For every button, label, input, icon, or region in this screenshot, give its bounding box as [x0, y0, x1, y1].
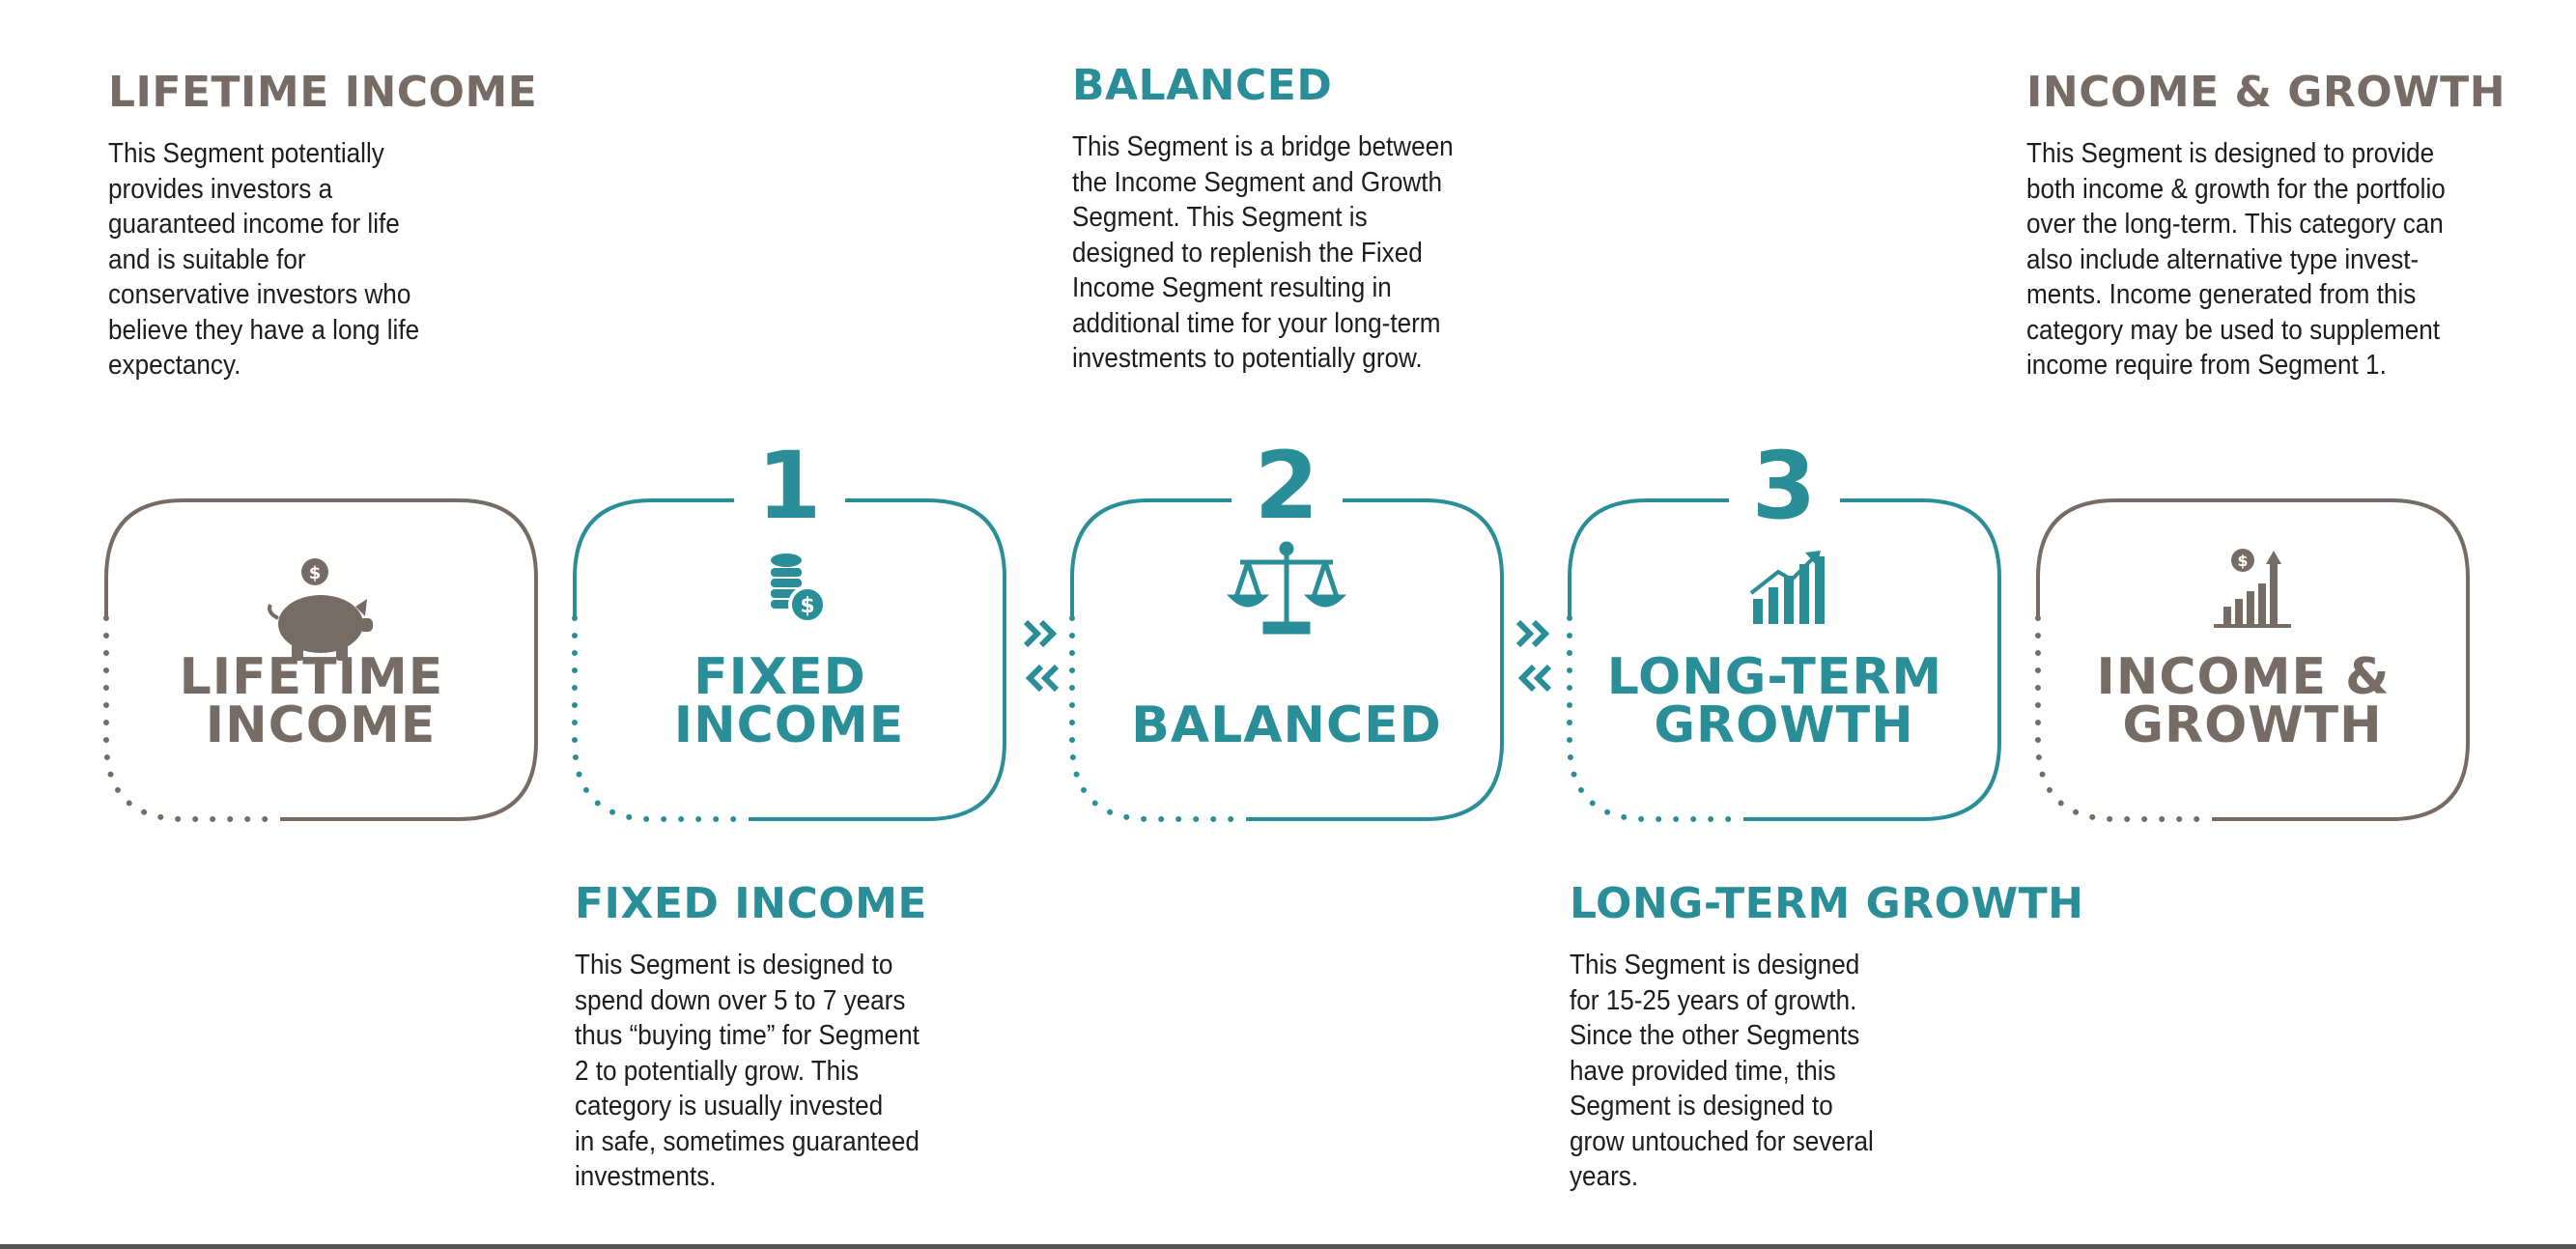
desc-line: Segment. This Segment is — [1072, 202, 1368, 233]
desc-line: also include alternative type invest- — [2026, 243, 2420, 275]
desc-line: This Segment is designed to provide — [2026, 138, 2435, 169]
box-label: LONG-TERM GROWTH — [1607, 648, 1962, 754]
desc-lifetime-income: LIFETIME INCOME This Segment potentially… — [108, 68, 591, 383]
desc-body: This Segment is a bridge between the Inco… — [1072, 129, 1507, 377]
desc-line: This Segment is designed to — [575, 950, 893, 980]
desc-long-term-growth: LONG-TERM GROWTH This Segment is designe… — [1570, 879, 2083, 1195]
segment-box-balanced: 2 BALANCED — [1072, 432, 1502, 819]
desc-line: conservative investors who — [108, 279, 411, 310]
double-chevron-left-icon — [1025, 664, 1060, 693]
box-label: FIXED INCOME — [674, 648, 905, 754]
desc-line: investments. — [575, 1161, 717, 1192]
scale-icon — [1226, 541, 1347, 635]
desc-line: in safe, sometimes guaranteed — [575, 1125, 920, 1157]
desc-line: 2 to potentially grow. This — [575, 1055, 860, 1087]
svg-text:$: $ — [309, 563, 322, 583]
desc-line: have provided time, this — [1570, 1055, 1836, 1087]
desc-line: This Segment is designed — [1570, 950, 1860, 980]
double-chevron-right-icon — [1023, 619, 1058, 648]
desc-line: category may be used to supplement — [2026, 314, 2441, 346]
desc-line: Since the other Segments — [1570, 1020, 1860, 1051]
desc-line: category is usually invested — [575, 1091, 884, 1121]
desc-line: additional time for your long-term — [1072, 307, 1441, 339]
box-label: INCOME & GROWTH — [2096, 648, 2408, 754]
desc-title: INCOME & GROWTH — [2026, 68, 2506, 117]
svg-text:$: $ — [800, 594, 814, 618]
segment-box-long-term-growth: 3 LONG-TERM GROWTH — [1570, 432, 1999, 819]
segment-box-lifetime-income: $ LIFETIME INCOME — [106, 500, 536, 819]
desc-line: and is suitable for — [108, 243, 306, 275]
bottom-border — [0, 1244, 2576, 1249]
desc-line: ments. Income generated from this — [2026, 279, 2417, 310]
desc-line: over the long-term. This category can — [2026, 209, 2444, 240]
desc-income-growth: INCOME & GROWTH This Segment is designed… — [2026, 68, 2509, 383]
box-label: LIFETIME INCOME — [180, 648, 463, 754]
segment-box-income-growth: $ INCOME & GROWTH — [2038, 500, 2468, 819]
step-number-3: 3 — [1752, 432, 1817, 540]
desc-balanced: BALANCED This Segment is a bridge betwee… — [1072, 61, 1555, 377]
desc-line: years. — [1570, 1161, 1639, 1192]
svg-text:$: $ — [2237, 552, 2248, 570]
desc-line: spend down over 5 to 7 years — [575, 984, 906, 1016]
desc-title: LIFETIME INCOME — [108, 68, 538, 117]
desc-line: This Segment is a bridge between — [1072, 131, 1454, 162]
desc-fixed-income: FIXED INCOME This Segment is designed to… — [575, 879, 1058, 1195]
step-number-2: 2 — [1255, 432, 1319, 540]
double-chevron-left-icon — [1517, 664, 1552, 693]
desc-body: This Segment potentially provides investo… — [108, 136, 543, 383]
desc-line: Segment is designed to — [1570, 1091, 1833, 1121]
desc-line: investments to potentially grow. — [1072, 343, 1423, 374]
box-label: BALANCED — [1131, 696, 1442, 754]
desc-line: thus “buying time” for Segment — [575, 1020, 920, 1051]
desc-body: This Segment is designed to spend down ov… — [575, 948, 1009, 1195]
growth-chart-icon: $ — [2214, 549, 2291, 628]
desc-line: provides investors a — [108, 173, 333, 205]
double-chevron-right-icon — [1515, 619, 1550, 648]
desc-title: FIXED INCOME — [575, 879, 927, 928]
desc-body: This Segment is designed for 15-25 years … — [1570, 948, 2004, 1195]
desc-line: guaranteed income for life — [108, 209, 400, 240]
arrows-balanced-longterm — [1515, 619, 1552, 693]
desc-line: designed to replenish the Fixed — [1072, 237, 1423, 269]
desc-line: income require from Segment 1. — [2026, 350, 2387, 381]
coin-stack-icon: $ — [771, 554, 827, 624]
desc-line: grow untouched for several — [1570, 1125, 1874, 1157]
desc-line: Income Segment resulting in — [1072, 272, 1392, 303]
step-number-1: 1 — [757, 432, 822, 540]
segment-box-fixed-income: 1 $ FIXED INCOME — [575, 432, 1005, 819]
desc-line: the Income Segment and Growth — [1072, 166, 1443, 198]
piggy-bank-icon: $ — [268, 558, 373, 661]
desc-line: both income & growth for the portfolio — [2026, 173, 2446, 205]
arrows-fixed-balanced — [1023, 619, 1060, 693]
desc-title: BALANCED — [1072, 61, 1333, 110]
desc-line: for 15-25 years of growth. — [1570, 984, 1857, 1016]
bar-chart-icon — [1749, 551, 1825, 624]
desc-body: This Segment is designed to provide both … — [2026, 136, 2461, 383]
desc-title: LONG-TERM GROWTH — [1570, 879, 2084, 928]
desc-line: believe they have a long life — [108, 314, 420, 346]
desc-line: This Segment potentially — [108, 138, 384, 169]
desc-line: expectancy. — [108, 350, 241, 381]
